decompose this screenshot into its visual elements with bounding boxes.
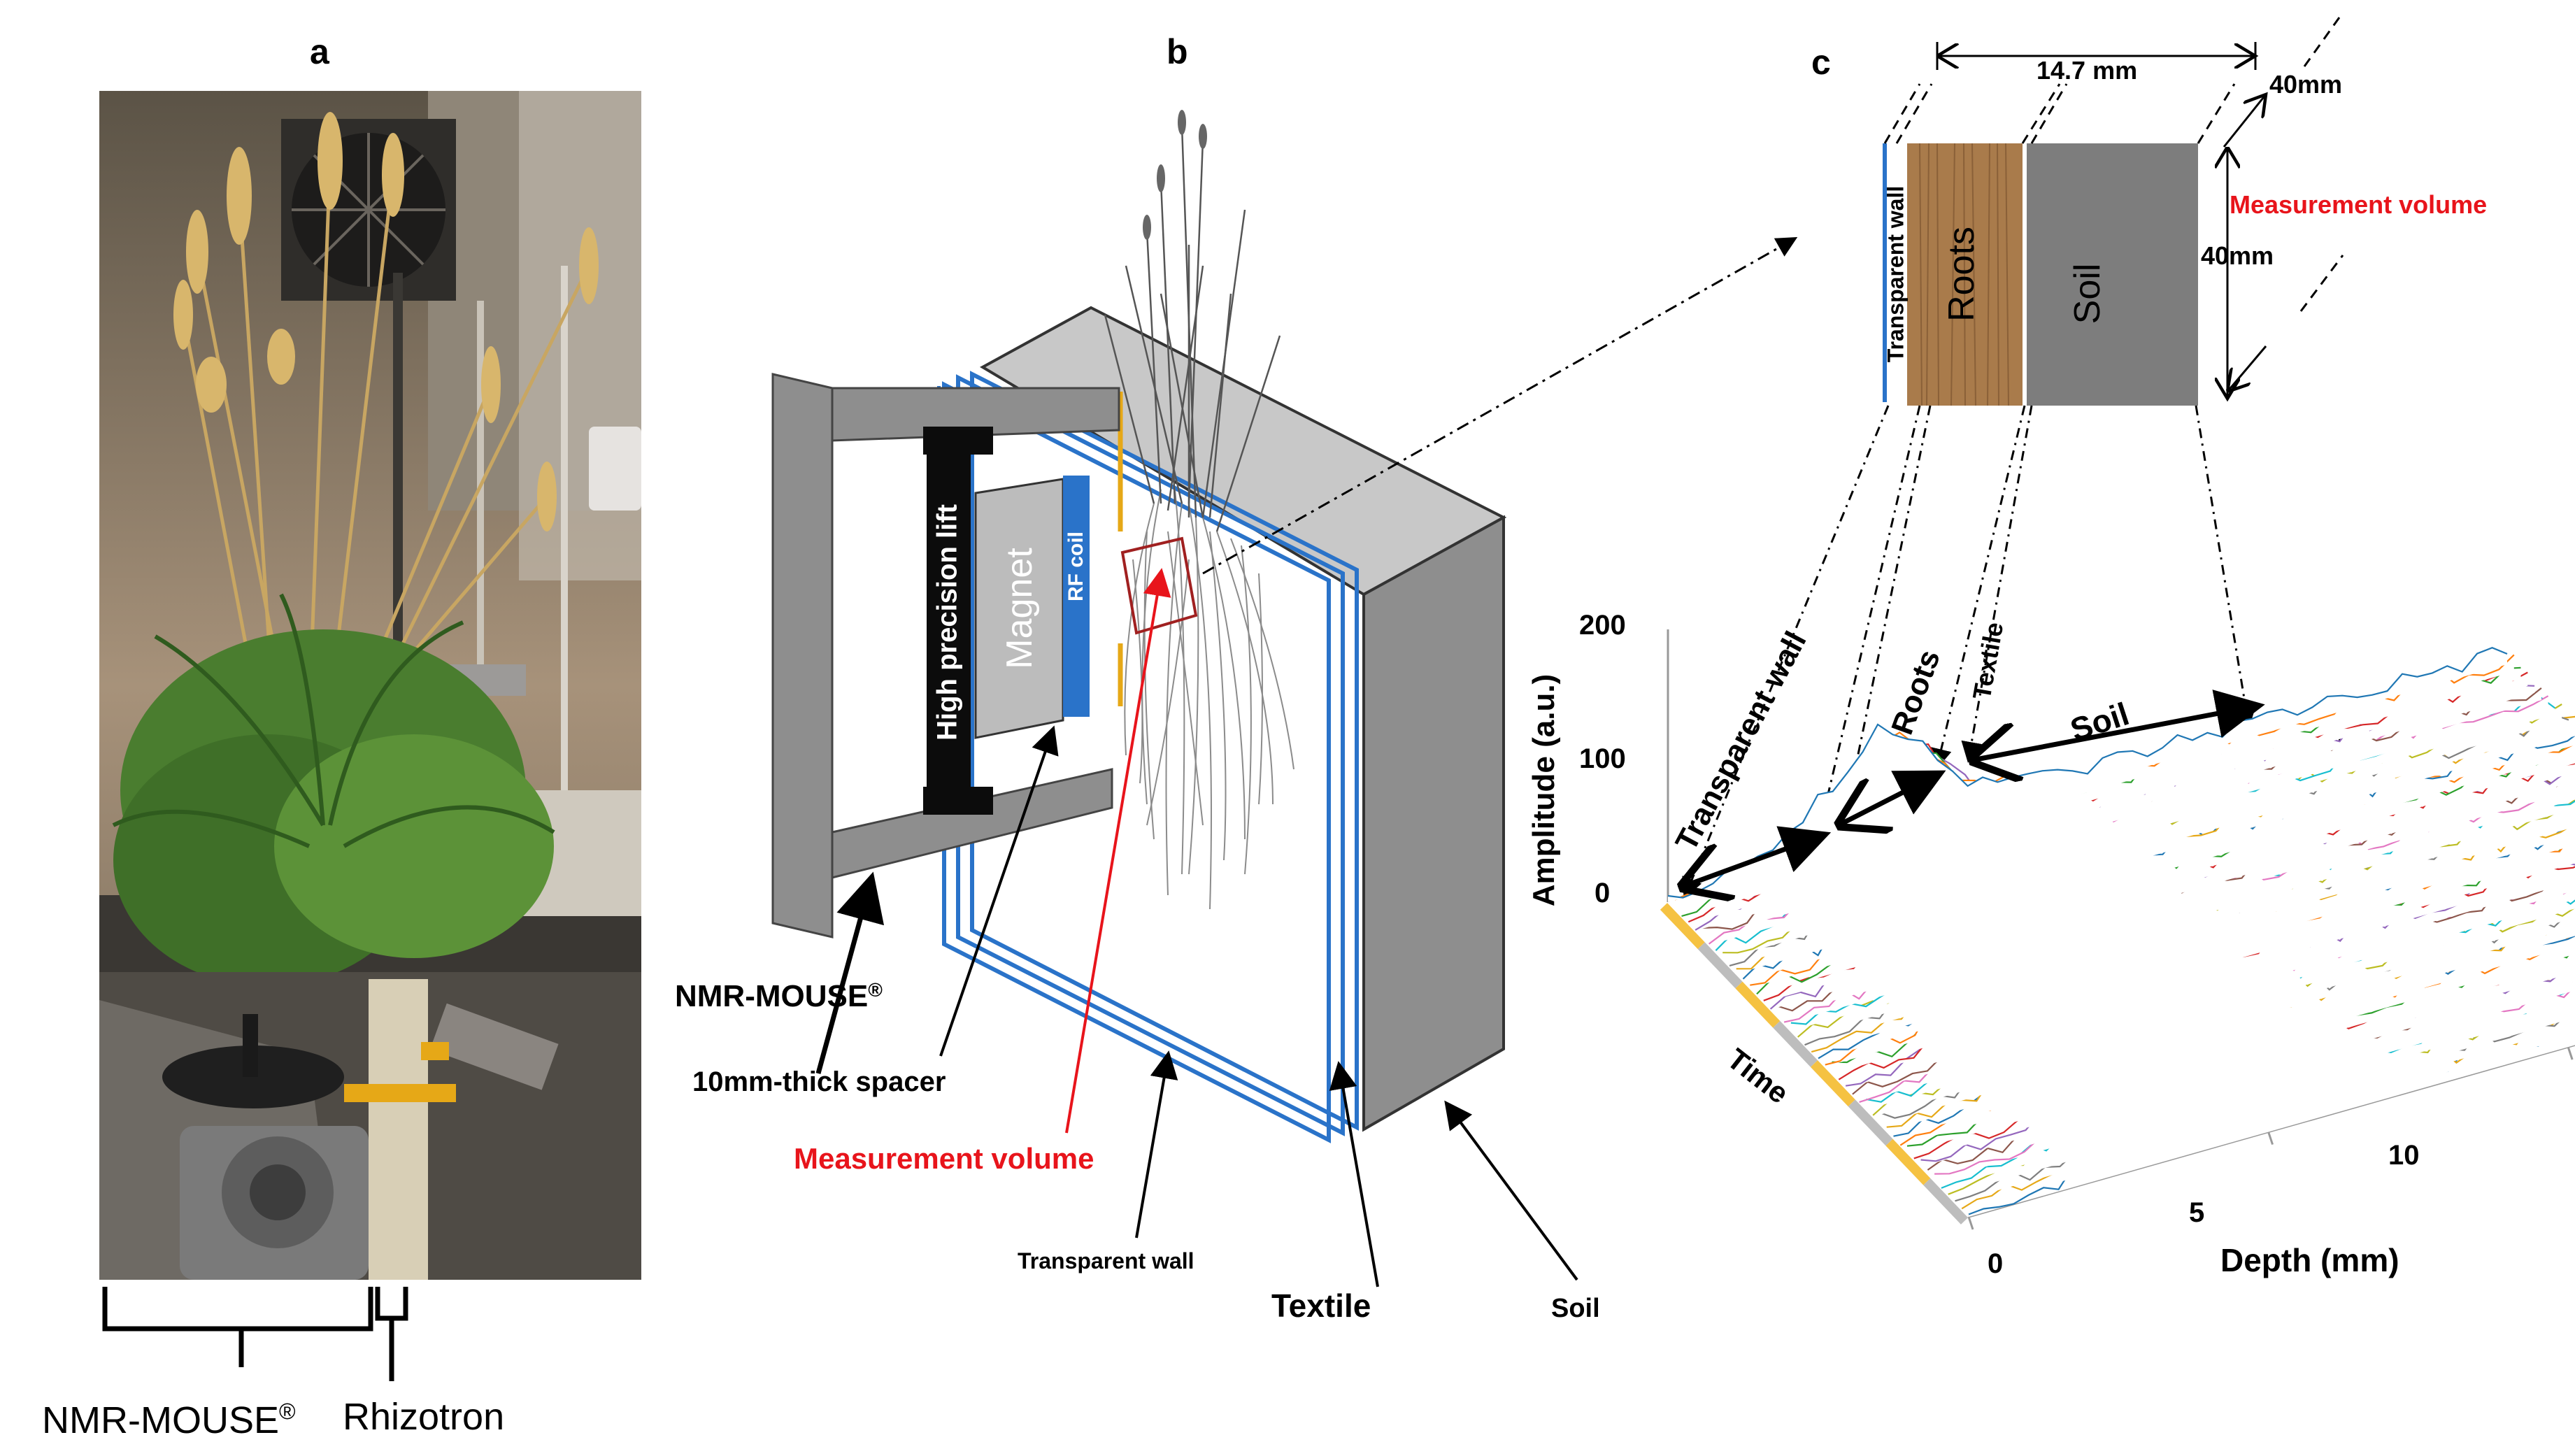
roots-illustration <box>1124 489 1294 910</box>
transparent-wall-label-c: Transparent wall <box>1883 185 1909 363</box>
transparent-wall-label-b: Transparent wall <box>1018 1248 1194 1273</box>
layer-span-arrow <box>1678 836 1822 888</box>
xlabel: Depth (mm) <box>2220 1242 2399 1278</box>
ytick-100: 100 <box>1579 743 1626 774</box>
profile-fill <box>1927 978 2575 1174</box>
nmr-mouse-label-b: NMR-MOUSE® <box>675 979 883 1013</box>
magnet-block <box>974 478 1064 739</box>
measurement-volume-label-b: Measurement volume <box>794 1142 1094 1175</box>
profile-fill <box>1722 704 2562 959</box>
time-axis-segment <box>1923 1178 1969 1225</box>
height-label: 40mm <box>2201 241 2274 270</box>
profile-fill <box>1886 918 2575 1132</box>
profile-fill <box>1839 866 2575 1081</box>
time-axis-segment <box>1697 942 1743 989</box>
ylabel: Amplitude (a.u.) <box>1527 673 1561 907</box>
time-axis-segment <box>1660 903 1705 950</box>
soil-label-b: Soil <box>1551 1294 1600 1323</box>
time-axis-segment <box>1810 1060 1855 1107</box>
panel-label-b: b <box>1167 32 1188 71</box>
ytick-200: 200 <box>1579 610 1626 641</box>
photo-illustration <box>99 91 641 1280</box>
textile-label-b: Textile <box>1271 1287 1371 1324</box>
soil-block <box>2027 143 2198 406</box>
lift-label: High precision lift <box>932 504 963 741</box>
x-tick-mark <box>1967 1216 1974 1230</box>
profile-fill <box>1681 667 2521 917</box>
nmr-mouse-frame <box>771 373 1198 938</box>
magnet-label: Magnet <box>999 548 1040 669</box>
soil-label-c: Soil <box>2067 263 2108 324</box>
measurement-volume-cross-section <box>1883 17 2344 406</box>
ytick-0: 0 <box>1595 878 1611 908</box>
layer-span-arrow <box>1969 706 2255 761</box>
panel-label-a: a <box>310 32 329 71</box>
depth-label: 40mm <box>2269 70 2343 99</box>
profile-fill <box>1763 763 2575 1003</box>
profile-fill <box>1750 743 2575 988</box>
layer-span-arrow <box>1836 775 1937 827</box>
profile-fill <box>1873 907 2575 1117</box>
x-tick-mark <box>2267 1132 2274 1145</box>
xtick-0: 0 <box>1988 1248 2004 1279</box>
rf-coil-label: RF coil <box>1064 531 1087 602</box>
measurement-volume-label-c: Measurement volume <box>2230 190 2488 219</box>
rf-coil-block <box>1063 476 1090 717</box>
measurement-volume-box <box>1120 536 1198 635</box>
profile-fill <box>1695 683 2535 931</box>
profile-fill <box>1709 696 2548 945</box>
rhizotron-photo <box>99 91 641 1280</box>
lift-bar <box>927 434 971 815</box>
profile-fill <box>1893 936 2575 1139</box>
rhizotron-bracket <box>375 1287 408 1381</box>
time-axis-segment <box>1885 1139 1931 1185</box>
profile-fill <box>1743 735 2575 981</box>
spacer-label: 10mm-thick spacer <box>692 1066 946 1097</box>
xtick-5: 5 <box>2189 1197 2205 1228</box>
width-label: 14.7 mm <box>2037 56 2138 85</box>
nmr-mouse-label-a: NMR-MOUSE® <box>42 1399 296 1441</box>
x-tick-mark <box>2567 1046 2574 1060</box>
chart-amplitude-depth <box>1660 629 2575 1230</box>
rhizotron-box <box>369 979 428 1280</box>
time-axis-segment <box>1848 1099 1893 1146</box>
xtick-10: 10 <box>2388 1140 2420 1171</box>
profile-fill <box>1688 672 2528 924</box>
roots-label-c: Roots <box>1941 227 1982 322</box>
rhizotron-label: Rhizotron <box>343 1396 505 1438</box>
time-axis-segment <box>1773 1020 1818 1067</box>
grass-illustration <box>1104 125 1281 532</box>
time-axis-segment <box>1735 981 1781 1028</box>
panel-label-c: c <box>1811 43 1831 82</box>
nmr-mouse-bracket <box>102 1287 373 1367</box>
profile-fill <box>1790 800 2575 1032</box>
